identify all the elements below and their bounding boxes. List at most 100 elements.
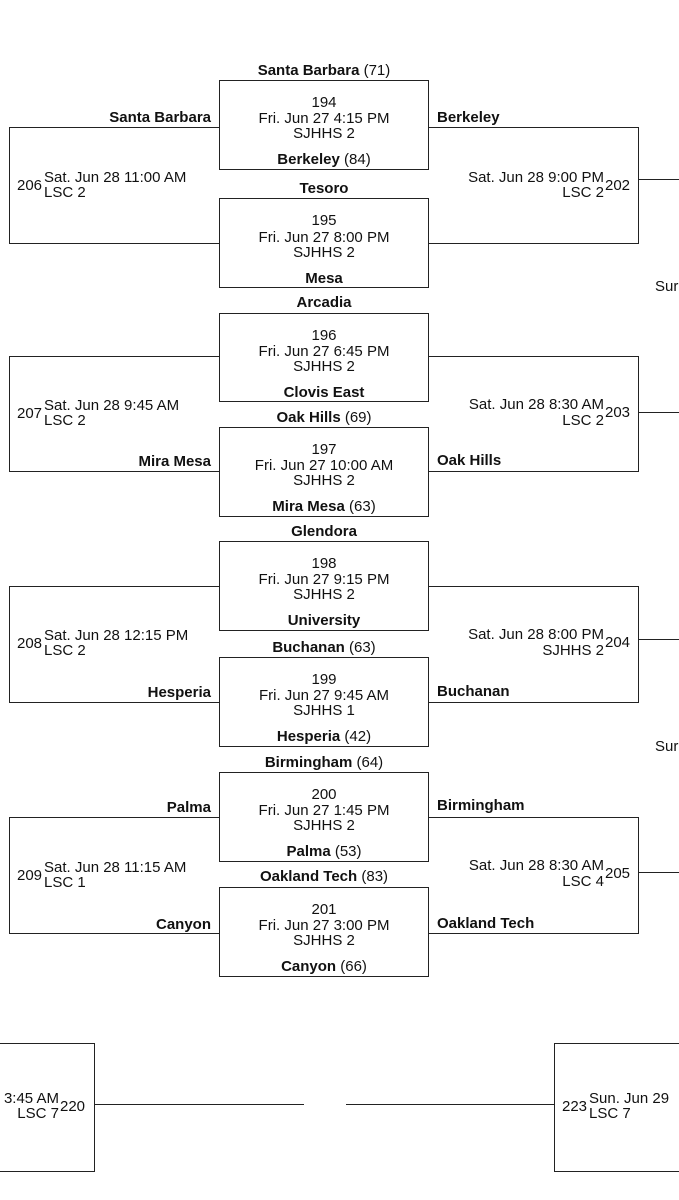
game-number: 223 xyxy=(562,1098,588,1115)
bracket-line xyxy=(9,127,219,128)
team-name: Santa Barbara (71) xyxy=(257,62,391,79)
bracket-line xyxy=(9,586,219,587)
bracket-line xyxy=(428,127,639,128)
game-box-197[interactable] xyxy=(219,427,429,517)
game-number: 206 xyxy=(17,177,43,194)
team-name: Hesperia xyxy=(147,684,211,701)
game-date: Sat. Jun 28 8:00 PM xyxy=(468,626,604,643)
bracket-line xyxy=(9,243,219,244)
game-date: Sat. Jun 28 11:15 AM xyxy=(44,859,187,876)
game-date: Sat. Jun 28 8:30 AM xyxy=(468,396,604,413)
game-number: 205 xyxy=(605,865,631,882)
game-venue: SJHHS 2 xyxy=(293,358,355,375)
team-name: Oakland Tech xyxy=(437,915,535,932)
game-number: 196 xyxy=(311,327,337,344)
game-number: 202 xyxy=(605,177,631,194)
game-venue: LSC 1 xyxy=(44,874,86,891)
bracket-line xyxy=(9,933,219,934)
team-name: Oak Hills (69) xyxy=(276,409,372,426)
team-name: Buchanan xyxy=(437,683,510,700)
game-venue: LSC 2 xyxy=(562,412,604,429)
team-name: Canyon (66) xyxy=(281,958,367,975)
team-name: Canyon xyxy=(155,916,211,933)
game-date: Fri. Jun 27 8:00 PM xyxy=(258,229,390,246)
bracket-line xyxy=(638,127,639,244)
team-name: Santa Barbara xyxy=(109,109,211,126)
game-venue: SJHHS 2 xyxy=(293,125,355,142)
game-date: 3:45 AM xyxy=(3,1090,59,1107)
bracket-line xyxy=(428,702,639,703)
game-number: 198 xyxy=(311,555,337,572)
game-date: Fri. Jun 27 10:00 AM xyxy=(254,457,394,474)
game-box-195[interactable] xyxy=(219,198,429,288)
game-venue: LSC 2 xyxy=(44,412,86,429)
game-number: 207 xyxy=(17,405,43,422)
bracket-line xyxy=(346,1104,555,1105)
game-box-198[interactable] xyxy=(219,541,429,631)
bracket-line xyxy=(638,179,679,180)
bracket-line xyxy=(428,471,639,472)
team-name: Berkeley (84) xyxy=(277,151,371,168)
game-venue: SJHHS 2 xyxy=(293,244,355,261)
team-name: Birmingham (64) xyxy=(264,754,384,771)
game-date: Fri. Jun 27 9:45 AM xyxy=(258,687,390,704)
game-number: 194 xyxy=(311,94,337,111)
game-box-200[interactable] xyxy=(219,772,429,862)
game-number: 199 xyxy=(311,671,337,688)
game-number: 197 xyxy=(311,441,337,458)
team-name: Mesa xyxy=(305,270,343,287)
team-name: Palma (53) xyxy=(286,843,362,860)
game-venue: LSC 7 xyxy=(589,1105,631,1122)
game-date: Sat. Jun 28 11:00 AM xyxy=(44,169,187,186)
bracket-line xyxy=(9,817,10,934)
team-name: Berkeley xyxy=(437,109,500,126)
team-name: Arcadia xyxy=(296,294,352,311)
game-box-199[interactable] xyxy=(219,657,429,747)
game-box-196[interactable] xyxy=(219,313,429,402)
bracket-line xyxy=(9,817,219,818)
game-date: Sun. Jun 29 xyxy=(589,1090,670,1107)
team-name: Buchanan (63) xyxy=(272,639,376,656)
team-name: Mira Mesa (63) xyxy=(272,498,376,515)
game-venue: LSC 4 xyxy=(562,873,604,890)
game-venue: LSC 2 xyxy=(44,184,86,201)
bracket-line xyxy=(428,243,639,244)
game-venue: SJHHS 1 xyxy=(293,702,355,719)
team-name: Birmingham xyxy=(437,797,525,814)
bracket-line xyxy=(428,933,639,934)
team-name: Mira Mesa xyxy=(138,453,211,470)
bracket-line xyxy=(9,356,219,357)
bracket-line xyxy=(9,127,10,244)
game-venue: SJHHS 2 xyxy=(293,817,355,834)
team-name: University xyxy=(287,612,361,629)
team-name: Tesoro xyxy=(299,180,349,197)
game-venue: SJHHS 2 xyxy=(293,472,355,489)
game-number: 220 xyxy=(60,1098,86,1115)
game-number: 203 xyxy=(605,404,631,421)
game-date: Fri. Jun 27 3:00 PM xyxy=(258,917,390,934)
game-box-201[interactable] xyxy=(219,887,429,977)
cutoff-date-label: Sur xyxy=(655,278,679,295)
game-date: Fri. Jun 27 6:45 PM xyxy=(258,343,390,360)
game-date: Sat. Jun 28 9:45 AM xyxy=(44,397,180,414)
bracket-line xyxy=(428,817,639,818)
bracket-line xyxy=(428,356,639,357)
game-venue: SJHHS 2 xyxy=(293,586,355,603)
game-date: Sat. Jun 28 9:00 PM xyxy=(468,169,604,186)
game-date: Fri. Jun 27 9:15 PM xyxy=(258,571,390,588)
game-box-220[interactable] xyxy=(0,1043,95,1172)
game-box-223[interactable] xyxy=(554,1043,679,1172)
bracket-line xyxy=(638,872,679,873)
game-venue: LSC 2 xyxy=(562,184,604,201)
team-name: Oakland Tech (83) xyxy=(259,868,389,885)
game-number: 208 xyxy=(17,635,43,652)
cutoff-date-label: Sur xyxy=(655,738,679,755)
game-box-194[interactable] xyxy=(219,80,429,170)
game-venue: SJHHS 2 xyxy=(542,642,604,659)
bracket-line xyxy=(638,817,639,934)
bracket-line xyxy=(9,586,10,703)
bracket-line xyxy=(9,702,219,703)
team-name: Palma xyxy=(166,799,211,816)
game-date: Sat. Jun 28 12:15 PM xyxy=(44,627,189,644)
bracket-line xyxy=(428,586,639,587)
